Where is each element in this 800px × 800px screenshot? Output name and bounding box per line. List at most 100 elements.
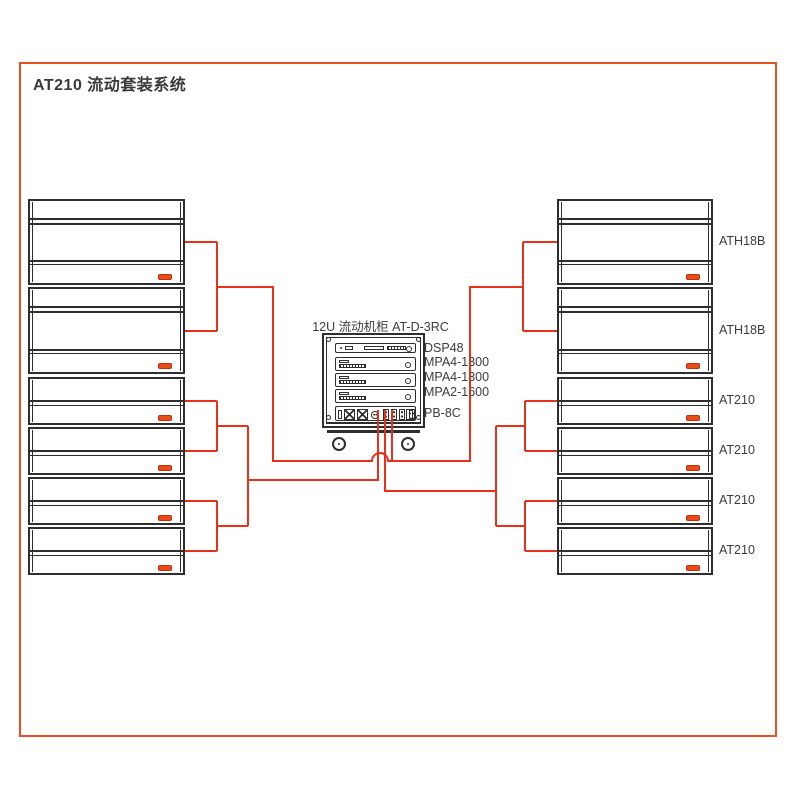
speaker-box-line-array: [28, 527, 185, 575]
rack-ear-icon: [409, 410, 413, 419]
speaker-panel-section: [30, 262, 183, 265]
rack-unit-label-amp3: MPA2-1600: [424, 385, 490, 399]
speaker-label: ATH18B: [719, 322, 766, 337]
dsp-port-icon: [345, 346, 353, 350]
speaker-panel-section: [559, 402, 711, 406]
brand-badge-icon: [686, 565, 700, 571]
rack-unit-dsp48: [335, 343, 416, 353]
speaker-panel-section: [559, 289, 711, 308]
speaker-panel-section: [559, 308, 711, 313]
dsp-display: [364, 346, 384, 350]
amp-switch-row: [339, 380, 366, 384]
speaker-panel-section: [30, 552, 183, 556]
speaker-box-subwoofer: [557, 199, 713, 285]
speaker-label: AT210: [719, 543, 755, 557]
brand-badge-icon: [158, 415, 172, 421]
speaker-panel-section: [559, 502, 711, 506]
speaker-panel-section: [559, 552, 711, 556]
brand-badge-icon: [158, 465, 172, 471]
rack-unit-label-amp1: MPA4-1300: [424, 355, 490, 369]
amp-switch-row: [339, 396, 366, 400]
speaker-box-line-array: [557, 377, 713, 425]
rack-unit-amp-1: [335, 357, 416, 371]
speaker-panel-section: [559, 220, 711, 225]
speaker-panel-section: [559, 529, 711, 552]
brand-badge-icon: [158, 363, 172, 369]
speaker-panel-section: [30, 452, 183, 456]
rack-unit-label-amp2: MPA4-1300: [424, 370, 490, 384]
outlet-icon: [344, 409, 355, 420]
rack-unit-amp-3: [335, 389, 416, 403]
speaker-connector-icon: [391, 409, 397, 420]
speaker-box-line-array: [28, 377, 185, 425]
amp-power-button-icon: [405, 394, 411, 400]
amp-power-button-icon: [405, 362, 411, 368]
speaker-box-subwoofer: [557, 287, 713, 374]
brand-badge-icon: [158, 274, 172, 280]
speaker-box-line-array: [28, 477, 185, 525]
brand-badge-icon: [686, 363, 700, 369]
caster-wheel-icon: [330, 430, 348, 455]
speaker-connector-icon: [399, 409, 405, 420]
speaker-panel-section: [559, 201, 711, 220]
speaker-box-line-array: [557, 477, 713, 525]
speaker-panel-section: [559, 262, 711, 265]
brand-badge-icon: [686, 515, 700, 521]
brand-badge-icon: [686, 465, 700, 471]
rack-case: [322, 333, 425, 433]
power-led-icon: [340, 347, 342, 349]
rack-unit-label-pb8c: PB-8C: [424, 406, 461, 420]
speaker-panel-section: [30, 529, 183, 552]
speaker-panel-section: [30, 308, 183, 313]
speaker-panel-section: [30, 225, 183, 262]
rack-screw-icon: [326, 337, 331, 342]
speaker-panel-section: [559, 351, 711, 354]
amp-label-sticker: [339, 360, 349, 363]
speaker-panel-section: [30, 313, 183, 351]
rack-title: 12U 流动机柜 AT-D-3RC: [312, 320, 449, 334]
speaker-panel-section: [30, 429, 183, 452]
page-border: [19, 62, 777, 737]
rack-unit-label-dsp48: DSP48: [424, 341, 464, 355]
rack-unit-amp-2: [335, 373, 416, 387]
speaker-panel-section: [30, 351, 183, 354]
speaker-label: ATH18B: [719, 234, 766, 248]
brand-badge-icon: [686, 274, 700, 280]
speaker-box-line-array: [557, 527, 713, 575]
rack-ear-icon: [338, 410, 342, 419]
speaker-label: AT210: [719, 493, 755, 507]
page-title: AT210 流动套装系统: [33, 77, 187, 94]
caster-wheel-icon: [399, 430, 417, 455]
speaker-panel-section: [30, 220, 183, 225]
speaker-label: AT210: [719, 393, 755, 407]
speaker-panel-section: [30, 379, 183, 402]
speaker-panel-section: [30, 479, 183, 502]
speaker-box-subwoofer: [28, 199, 185, 285]
rack-screw-icon: [326, 415, 331, 420]
speaker-panel-section: [30, 289, 183, 308]
speaker-box-subwoofer: [28, 287, 185, 374]
speaker-box-line-array: [28, 427, 185, 475]
rack-screw-icon: [416, 415, 421, 420]
outlet-icon: [357, 409, 368, 420]
speaker-panel-section: [559, 379, 711, 402]
speaker-connector-icon: [383, 409, 389, 420]
speaker-panel-section: [559, 479, 711, 502]
plug-icon: [371, 411, 379, 419]
speaker-panel-section: [559, 429, 711, 452]
dsp-button-row: [387, 346, 406, 350]
speaker-label: AT210: [719, 443, 755, 457]
brand-badge-icon: [686, 415, 700, 421]
amp-power-button-icon: [405, 378, 411, 384]
speaker-panel-section: [559, 313, 711, 351]
amp-label-sticker: [339, 376, 349, 379]
dsp-knob-icon: [406, 346, 412, 352]
brand-badge-icon: [158, 515, 172, 521]
speaker-panel-section: [30, 502, 183, 506]
speaker-panel-section: [30, 201, 183, 220]
speaker-panel-section: [30, 402, 183, 406]
brand-badge-icon: [158, 565, 172, 571]
speaker-panel-section: [559, 225, 711, 262]
rack-screw-icon: [416, 337, 421, 342]
